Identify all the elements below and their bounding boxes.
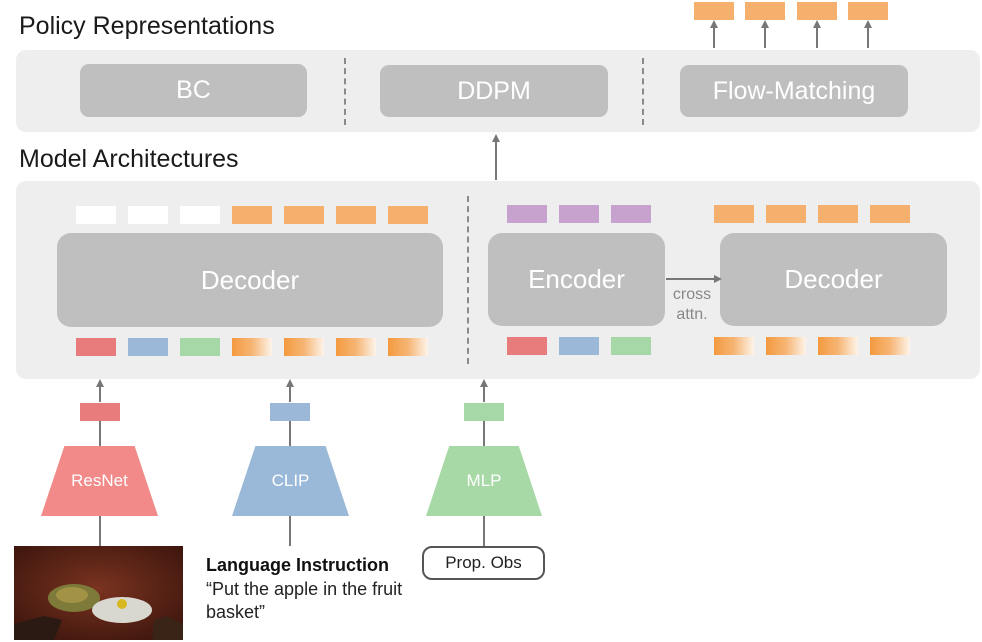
language-token: [559, 337, 599, 355]
mlp-output-token: [464, 403, 504, 421]
ddpm-block: DDPM: [380, 65, 608, 117]
encoder-block: Encoder: [488, 233, 665, 326]
query-token: [180, 206, 220, 224]
policy-divider-1: [344, 58, 346, 125]
language-instruction-text: “Put the apple in the fruit basket”: [206, 579, 403, 622]
encoder-output-token: [559, 205, 599, 223]
action-token: [284, 206, 324, 224]
cross-attn-label: cross attn.: [672, 286, 712, 323]
action-token: [714, 205, 754, 223]
noisy-action-token: [766, 337, 806, 355]
mlp-encoder: MLP: [426, 446, 542, 516]
right-decoder-block: Decoder: [720, 233, 947, 326]
action-token: [818, 205, 858, 223]
action-token: [766, 205, 806, 223]
proprio-token: [611, 337, 651, 355]
noisy-action-token: [818, 337, 858, 355]
output-action-token: [745, 2, 785, 20]
proprio-token: [180, 338, 220, 356]
prop-obs-box: Prop. Obs: [422, 546, 545, 580]
model-architectures-title: Model Architectures: [19, 145, 239, 173]
noisy-action-token: [388, 338, 428, 356]
noisy-action-token: [232, 338, 272, 356]
noisy-action-token: [714, 337, 754, 355]
encoder-output-token: [611, 205, 651, 223]
output-action-token: [848, 2, 888, 20]
action-token: [388, 206, 428, 224]
noisy-action-token: [870, 337, 910, 355]
bc-block: BC: [80, 64, 307, 117]
resnet-output-token: [80, 403, 120, 421]
action-token: [870, 205, 910, 223]
output-action-token: [694, 2, 734, 20]
noisy-action-token: [336, 338, 376, 356]
vision-token: [76, 338, 116, 356]
vision-token: [507, 337, 547, 355]
action-token: [232, 206, 272, 224]
output-action-token: [797, 2, 837, 20]
left-decoder-block: Decoder: [57, 233, 443, 327]
language-instruction-title: Language Instruction: [206, 555, 390, 575]
action-token: [336, 206, 376, 224]
flow-matching-block: Flow-Matching: [680, 65, 908, 117]
language-token: [128, 338, 168, 356]
policy-representations-title: Policy Representations: [19, 12, 275, 40]
model-divider: [467, 196, 469, 364]
clip-output-token: [270, 403, 310, 421]
encoder-output-token: [507, 205, 547, 223]
query-token: [128, 206, 168, 224]
policy-divider-2: [642, 58, 644, 125]
camera-observation-image: [14, 546, 183, 640]
noisy-action-token: [284, 338, 324, 356]
query-token: [76, 206, 116, 224]
